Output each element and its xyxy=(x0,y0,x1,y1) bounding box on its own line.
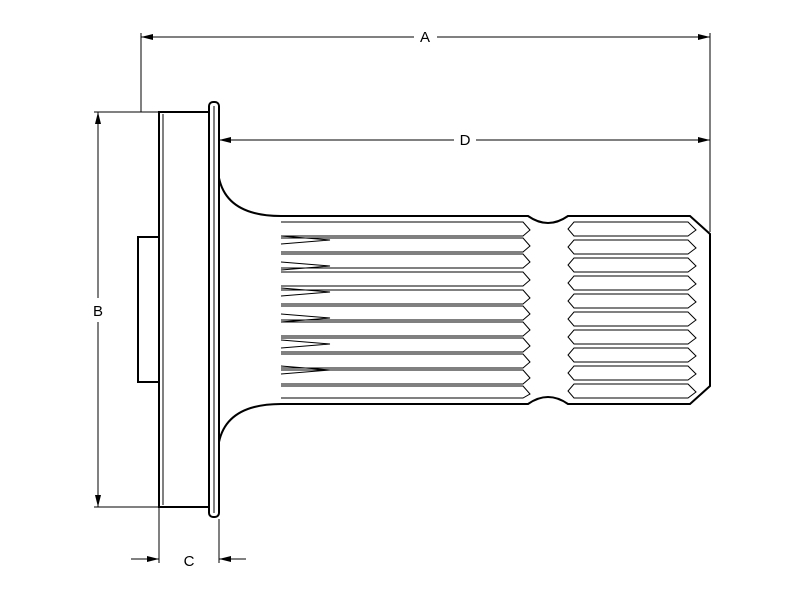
dimension-c-label: C xyxy=(184,553,195,570)
spline-tooth xyxy=(281,337,531,353)
spline-runout xyxy=(280,235,331,245)
dimension-a-arrow-left xyxy=(141,34,153,40)
dimension-d: D xyxy=(219,132,710,149)
spline-tooth xyxy=(567,329,697,345)
dimension-c-arrow-right xyxy=(219,556,231,562)
spline-tooth xyxy=(281,253,531,269)
spline-tooth xyxy=(281,237,531,253)
spline-runout xyxy=(280,339,331,349)
spline-tooth xyxy=(567,275,697,291)
pilot-hub xyxy=(137,236,160,383)
spline-tooth xyxy=(567,239,697,255)
dimension-b: B xyxy=(93,111,159,508)
shaft-body xyxy=(137,101,711,518)
spline-tooth xyxy=(281,221,531,237)
spline-tooth xyxy=(567,257,697,273)
flange xyxy=(158,111,210,508)
spline-tooth xyxy=(281,369,531,385)
spline-tooth xyxy=(567,221,697,237)
spline-runout xyxy=(280,261,331,271)
spline-tooth xyxy=(281,305,531,321)
spline-runout xyxy=(280,365,331,375)
spline-runout xyxy=(280,313,331,323)
dimension-c-arrow-left xyxy=(147,556,159,562)
dimension-a-arrow-right xyxy=(698,34,710,40)
spline-tooth xyxy=(567,293,697,309)
spline-tooth xyxy=(281,289,531,305)
dimension-d-arrow-left xyxy=(219,137,231,143)
long-splines xyxy=(280,221,531,399)
spline-tooth xyxy=(567,365,697,381)
spline-runout xyxy=(280,287,331,297)
dimension-b-arrow-top xyxy=(95,112,101,124)
dimension-a-label: A xyxy=(420,29,430,46)
spline-tooth xyxy=(281,271,531,287)
dimension-a: A xyxy=(140,29,711,232)
spline-tooth xyxy=(281,385,531,399)
dimension-b-arrow-bottom xyxy=(95,495,101,507)
spline-shaft-outline xyxy=(218,177,711,443)
spline-tooth xyxy=(567,383,697,399)
spline-tooth xyxy=(281,353,531,369)
dimension-d-arrow-right xyxy=(698,137,710,143)
spline-tooth xyxy=(567,311,697,327)
dimension-b-label: B xyxy=(93,303,103,320)
dimension-d-label: D xyxy=(460,132,471,149)
spline-tooth xyxy=(281,321,531,337)
spline-tooth xyxy=(567,347,697,363)
short-splines xyxy=(567,221,697,399)
dimension-c: C xyxy=(131,507,246,570)
